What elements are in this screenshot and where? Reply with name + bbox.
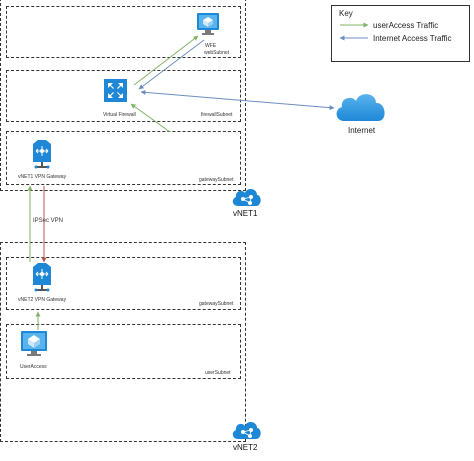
internet-label: Internet <box>348 126 376 135</box>
key-item-internet-access: Internet Access Traffic <box>373 34 452 43</box>
ipsec-vpn-label: IPSec VPN <box>33 218 64 224</box>
vnet2-vpn-gateway-icon <box>33 263 51 292</box>
user-access-label: UserAccess <box>20 364 47 370</box>
link-firewall-to-wfe <box>133 35 199 86</box>
user-subnet-label: userSubnet <box>205 370 231 376</box>
user-access-vm-icon <box>21 331 47 356</box>
vnet1-gateway-label: vNET1 VPN Gateway <box>18 174 67 180</box>
vnet1-cloud-icon <box>232 189 261 206</box>
vnet2-label: vNET2 <box>233 443 258 452</box>
link-gateway1-to-firewall <box>130 103 171 133</box>
vnet1-gateway-subnet <box>6 131 241 185</box>
vnet2-boundary <box>0 242 246 442</box>
wfe-label: WFE <box>205 43 217 49</box>
key-item-user-access: userAccess Traffic <box>373 21 439 30</box>
user-subnet <box>6 324 241 379</box>
vnet1-label: vNET1 <box>233 209 258 218</box>
vnet2-gateway-subnet <box>6 257 241 310</box>
vnet1-gateway-subnet-label: gatewaySubnet <box>199 177 234 183</box>
web-subnet <box>6 6 241 58</box>
key-title: Key <box>339 9 353 18</box>
firewall-icon <box>104 79 127 102</box>
vnet2-gateway-subnet-label: gatewaySubnet <box>199 301 234 307</box>
key-legend <box>331 5 470 62</box>
link-wfe-to-firewall <box>138 39 205 90</box>
vnet2-gateway-label: vNET2 VPN Gateway <box>18 297 67 303</box>
link-firewall-to-internet <box>140 89 335 111</box>
vnet2-cloud-icon <box>232 422 261 439</box>
web-subnet-label: webSubnet <box>204 50 230 56</box>
internet-cloud-icon <box>336 94 385 121</box>
firewall-subnet-label: firewallSubnet <box>201 112 233 118</box>
wfe-vm-icon <box>197 13 219 35</box>
vnet1-vpn-gateway-icon <box>33 140 51 169</box>
virtual-firewall-label: Virtual Firewall <box>103 112 136 118</box>
